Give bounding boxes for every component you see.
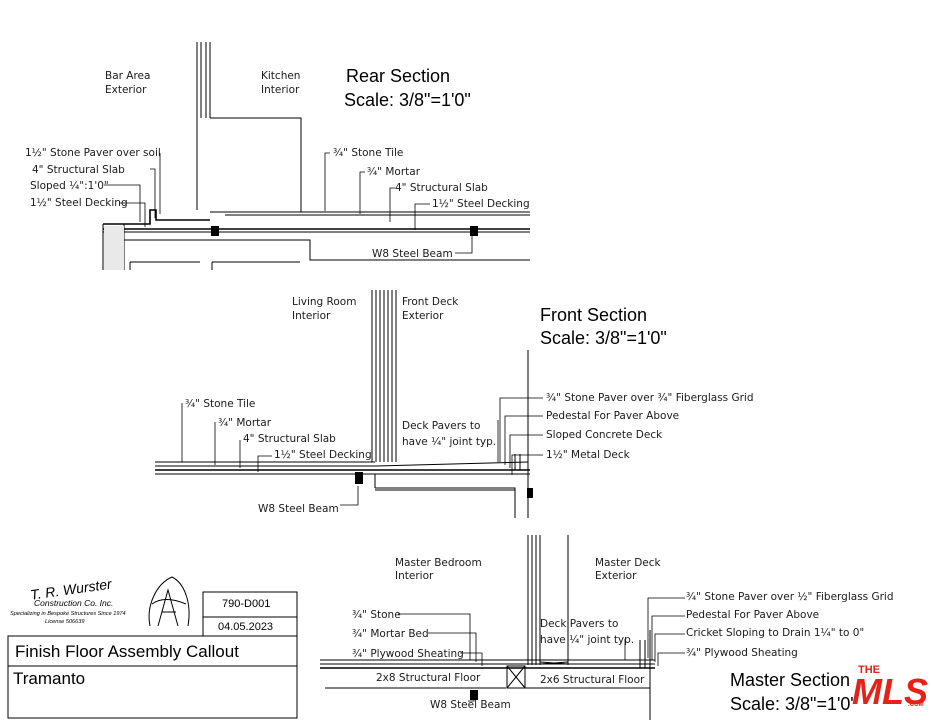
- front-note-1: Deck Pavers to: [402, 420, 480, 432]
- master-floor-left-label: 2x8 Structural Floor: [376, 672, 481, 684]
- front-callout-right-1: ¾" Stone Paver over ¾" Fiberglass Grid: [546, 392, 754, 404]
- rear-callout-left-2: 4" Structural Slab: [32, 164, 125, 176]
- master-wall: [527, 535, 651, 720]
- rear-beam-label: W8 Steel Beam: [372, 248, 453, 260]
- rear-section-scale: Scale: 3/8"=1'0": [344, 90, 471, 110]
- title-block: T. R. Wurster Construction Co. Inc. Spec…: [7, 575, 298, 719]
- front-callout-left-1: ¾" Stone Tile: [185, 398, 255, 410]
- front-section: Front Section Scale: 3/8"=1'0" Living Ro…: [155, 290, 754, 518]
- master-section-scale: Scale: 3/8"=1'0": [730, 694, 857, 714]
- project-box: [7, 665, 298, 719]
- rear-callout-right-3: 4" Structural Slab: [395, 182, 488, 194]
- company-tagline: Specializing in Bespoke Structures Since…: [10, 611, 126, 617]
- front-callout-left-3: 4" Structural Slab: [243, 433, 336, 445]
- rear-callout-left-4: 1½" Steel Decking: [30, 197, 128, 209]
- project-name: Tramanto: [13, 669, 85, 688]
- front-callout-right-3: Sloped Concrete Deck: [546, 429, 663, 441]
- front-callout-right-2: Pedestal For Paver Above: [546, 410, 679, 422]
- master-note-1: Deck Pavers to: [540, 618, 618, 630]
- rear-leaders: [104, 152, 473, 254]
- front-zone-right-1: Front Deck: [402, 296, 459, 308]
- master-note-2: have ¼" joint typ.: [540, 634, 634, 646]
- master-beam-label: W8 Steel Beam: [430, 699, 511, 711]
- rear-section-title: Rear Section: [346, 66, 450, 86]
- mls-logo-the: THE: [858, 664, 880, 676]
- front-section-scale: Scale: 3/8"=1'0": [540, 328, 667, 348]
- drawing-title: Finish Floor Assembly Callout: [15, 642, 239, 661]
- master-callout-right-4: ¾" Plywood Sheating: [686, 647, 798, 659]
- rear-zone-right-2: Interior: [261, 84, 300, 96]
- master-callout-left-3: ¾" Plywood Sheating: [352, 648, 464, 660]
- front-leaders: [181, 397, 543, 506]
- front-callout-left-4: 1½" Steel Decking: [274, 449, 372, 461]
- mls-logo-com: .COM: [908, 702, 924, 708]
- company-license: License 506639: [45, 619, 85, 625]
- master-zone-left-1: Master Bedroom: [395, 557, 482, 569]
- master-callout-right-2: Pedestal For Paver Above: [686, 609, 819, 621]
- rear-slab: [102, 209, 530, 270]
- front-note-2: have ¼" joint typ.: [402, 436, 496, 448]
- master-callout-left-2: ¾" Mortar Bed: [352, 628, 429, 640]
- sheet-number: 790-D001: [222, 598, 270, 610]
- rear-zone-left-2: Exterior: [105, 84, 147, 96]
- rear-callout-right-2: ¾" Mortar: [367, 166, 421, 178]
- rear-callout-right-1: ¾" Stone Tile: [333, 147, 403, 159]
- mls-watermark-logo: THE MLS .COM: [852, 664, 928, 712]
- front-callout-left-2: ¾" Mortar: [218, 417, 272, 429]
- rear-callout-left-3: Sloped ¼":1'0": [30, 180, 109, 192]
- master-leaders: [398, 597, 685, 702]
- master-floor-right-label: 2x6 Structural Floor: [540, 674, 645, 686]
- rear-callout-left-1: 1½" Stone Paver over soil: [25, 147, 161, 159]
- front-zone-left-1: Living Room: [292, 296, 356, 308]
- front-callout-right-4: 1½" Metal Deck: [546, 449, 631, 461]
- master-callout-left-1: ¾" Stone: [352, 609, 401, 621]
- front-zone-left-2: Interior: [292, 310, 331, 322]
- rear-zone-left-1: Bar Area: [105, 70, 150, 82]
- company-logo: T. R. Wurster Construction Co. Inc. Spec…: [10, 575, 126, 625]
- master-callout-right-3: Cricket Sloping to Drain 1¼" to 0": [686, 627, 864, 639]
- rear-wall: [196, 42, 302, 212]
- master-zone-left-2: Interior: [395, 570, 434, 582]
- architect-logo-icon: [148, 576, 190, 627]
- rear-callout-right-4: 1½" Steel Decking: [432, 198, 530, 210]
- master-zone-right-2: Exterior: [595, 570, 637, 582]
- front-beam-label: W8 Steel Beam: [258, 503, 339, 515]
- front-slab: [155, 454, 533, 518]
- master-section-title: Master Section: [730, 670, 850, 690]
- sheet-date: 04.05.2023: [218, 621, 273, 633]
- master-section: Master Bedroom Interior Master Deck Exte…: [320, 535, 894, 720]
- front-zone-right-2: Exterior: [402, 310, 444, 322]
- company-sub: Construction Co. Inc.: [34, 598, 113, 608]
- master-zone-right-1: Master Deck: [595, 557, 662, 569]
- front-section-title: Front Section: [540, 305, 647, 325]
- rear-zone-right-1: Kitchen: [261, 70, 300, 82]
- mls-logo-main: MLS: [852, 671, 928, 712]
- master-callout-right-1: ¾" Stone Paver over ½" Fiberglass Grid: [686, 591, 894, 603]
- master-floor: [320, 640, 655, 700]
- rear-section: Rear Section Scale: 3/8"=1'0" Bar Area E…: [25, 42, 530, 270]
- front-wall: [371, 290, 529, 518]
